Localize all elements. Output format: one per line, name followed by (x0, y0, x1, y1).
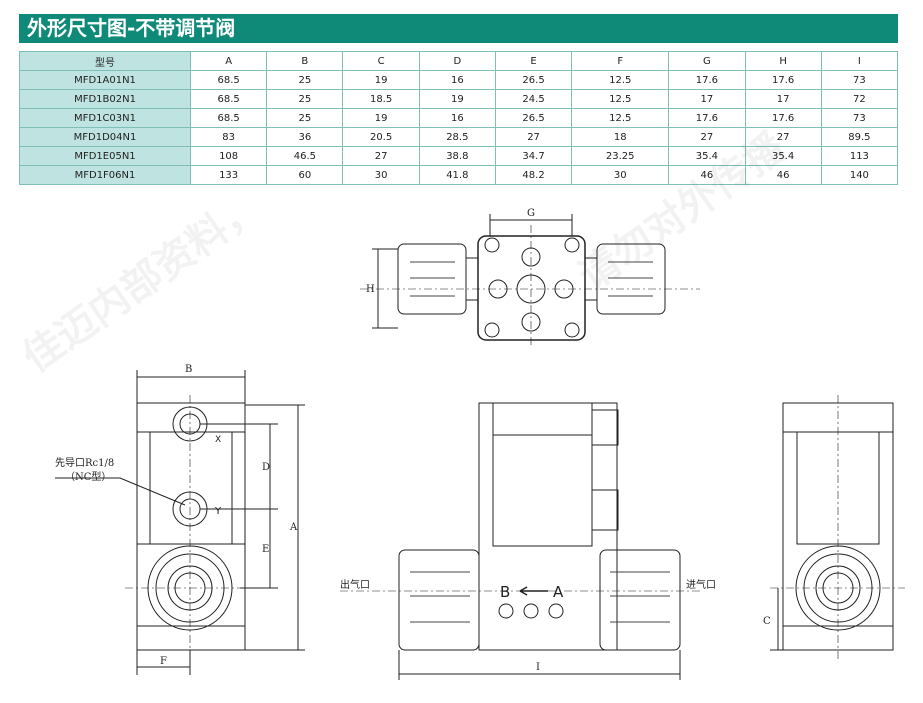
dimension-cell: 46 (668, 165, 746, 185)
dim-a-label: A (289, 522, 298, 533)
pilot-port-label: 先导口Rc1/8 (55, 457, 114, 469)
model-cell: MFD1D04N1 (19, 127, 191, 147)
dim-d-label: D (262, 462, 270, 473)
port-a-label: A (553, 583, 564, 601)
right-view (770, 395, 905, 660)
dim-i-label: I (536, 662, 540, 673)
side-view (55, 370, 305, 675)
port-y-label: Y (214, 506, 222, 517)
port-x-label: X (215, 435, 221, 445)
dim-e-label: E (262, 544, 269, 555)
dimension-cell: 140 (820, 165, 899, 185)
column-header: H (744, 51, 822, 71)
dimension-cell: 48.2 (494, 165, 573, 185)
top-view (360, 214, 700, 345)
inlet-label: 进气口 (686, 578, 716, 591)
dimension-cell: 73 (820, 70, 899, 90)
model-cell: MFD1A01N1 (19, 70, 191, 90)
port-b-label: B (500, 583, 510, 601)
dim-f-label: F (160, 656, 167, 667)
column-header: D (418, 51, 496, 71)
dim-c-label: C (763, 616, 771, 627)
section-title: 外形尺寸图-不带调节阀 (19, 14, 898, 43)
dimension-cell: 60 (266, 165, 344, 185)
column-header: G (668, 51, 746, 71)
column-header: I (820, 51, 899, 71)
column-header: C (342, 51, 420, 71)
nc-type-label: （NC型） (65, 470, 111, 483)
model-cell: MFD1F06N1 (19, 165, 191, 185)
dim-g-label: G (527, 208, 535, 219)
column-header: F (571, 51, 670, 71)
outlet-label: 出气口 (340, 578, 370, 591)
dim-b-label: B (185, 364, 192, 375)
model-cell: MFD1C03N1 (19, 108, 191, 128)
dim-h-label: H (366, 284, 375, 295)
model-cell: MFD1E05N1 (19, 146, 191, 166)
front-view (340, 402, 700, 680)
